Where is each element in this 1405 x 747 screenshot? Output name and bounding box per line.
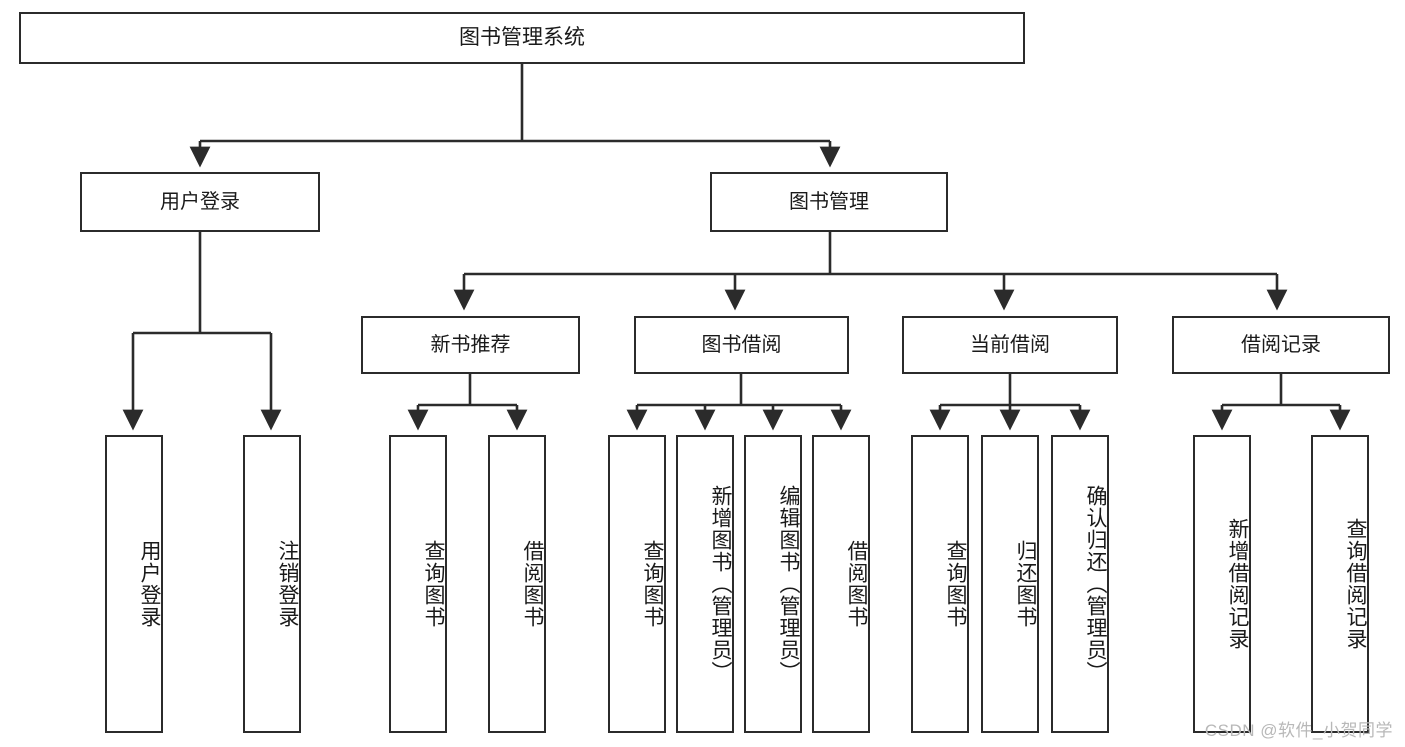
node-leaf-query-book-2[interactable]: 查询图书: [608, 435, 666, 733]
node-leaf-edit-book[interactable]: 编辑图书（管理员）: [744, 435, 802, 733]
node-leaf-query-book-1-label: 查询图书: [422, 540, 445, 628]
node-leaf-edit-book-label: 编辑图书（管理员）: [777, 485, 800, 683]
node-borrow-record-label: 借阅记录: [1241, 333, 1321, 356]
node-book-manage[interactable]: 图书管理: [710, 172, 948, 232]
node-leaf-add-book[interactable]: 新增图书（管理员）: [676, 435, 734, 733]
node-current-borrow-label: 当前借阅: [970, 333, 1050, 356]
node-leaf-return-book-label: 归还图书: [1014, 540, 1037, 628]
node-leaf-confirm-return-label: 确认归还（管理员）: [1084, 485, 1107, 683]
node-new-book-recommend[interactable]: 新书推荐: [361, 316, 580, 374]
node-new-book-recommend-label: 新书推荐: [430, 333, 511, 356]
node-leaf-borrow-book-1[interactable]: 借阅图书: [488, 435, 546, 733]
node-user-login[interactable]: 用户登录: [80, 172, 320, 232]
node-leaf-logout-label: 注销登录: [276, 540, 299, 628]
node-leaf-confirm-return[interactable]: 确认归还（管理员）: [1051, 435, 1109, 733]
node-current-borrow[interactable]: 当前借阅: [902, 316, 1118, 374]
node-leaf-borrow-book-2-label: 借阅图书: [845, 540, 868, 628]
node-user-login-label: 用户登录: [160, 190, 240, 213]
node-leaf-add-book-label: 新增图书（管理员）: [709, 485, 732, 683]
node-leaf-query-book-1[interactable]: 查询图书: [389, 435, 447, 733]
node-book-borrow[interactable]: 图书借阅: [634, 316, 849, 374]
node-leaf-query-book-3-label: 查询图书: [944, 540, 967, 628]
node-book-borrow-label: 图书借阅: [701, 333, 782, 356]
node-leaf-logout[interactable]: 注销登录: [243, 435, 301, 733]
node-leaf-borrow-book-1-label: 借阅图书: [521, 540, 544, 628]
node-book-manage-label: 图书管理: [789, 190, 869, 213]
node-leaf-query-record-label: 查询借阅记录: [1344, 518, 1367, 650]
node-leaf-borrow-book-2[interactable]: 借阅图书: [812, 435, 870, 733]
node-leaf-query-book-3[interactable]: 查询图书: [911, 435, 969, 733]
node-leaf-return-book[interactable]: 归还图书: [981, 435, 1039, 733]
node-leaf-add-record[interactable]: 新增借阅记录: [1193, 435, 1251, 733]
node-borrow-record[interactable]: 借阅记录: [1172, 316, 1390, 374]
node-leaf-user-login[interactable]: 用户登录: [105, 435, 163, 733]
node-leaf-user-login-label: 用户登录: [138, 540, 161, 628]
node-leaf-query-book-2-label: 查询图书: [641, 540, 664, 628]
node-root[interactable]: 图书管理系统: [19, 12, 1025, 64]
node-root-label: 图书管理系统: [459, 26, 585, 50]
node-leaf-add-record-label: 新增借阅记录: [1226, 518, 1249, 650]
node-leaf-query-record[interactable]: 查询借阅记录: [1311, 435, 1369, 733]
